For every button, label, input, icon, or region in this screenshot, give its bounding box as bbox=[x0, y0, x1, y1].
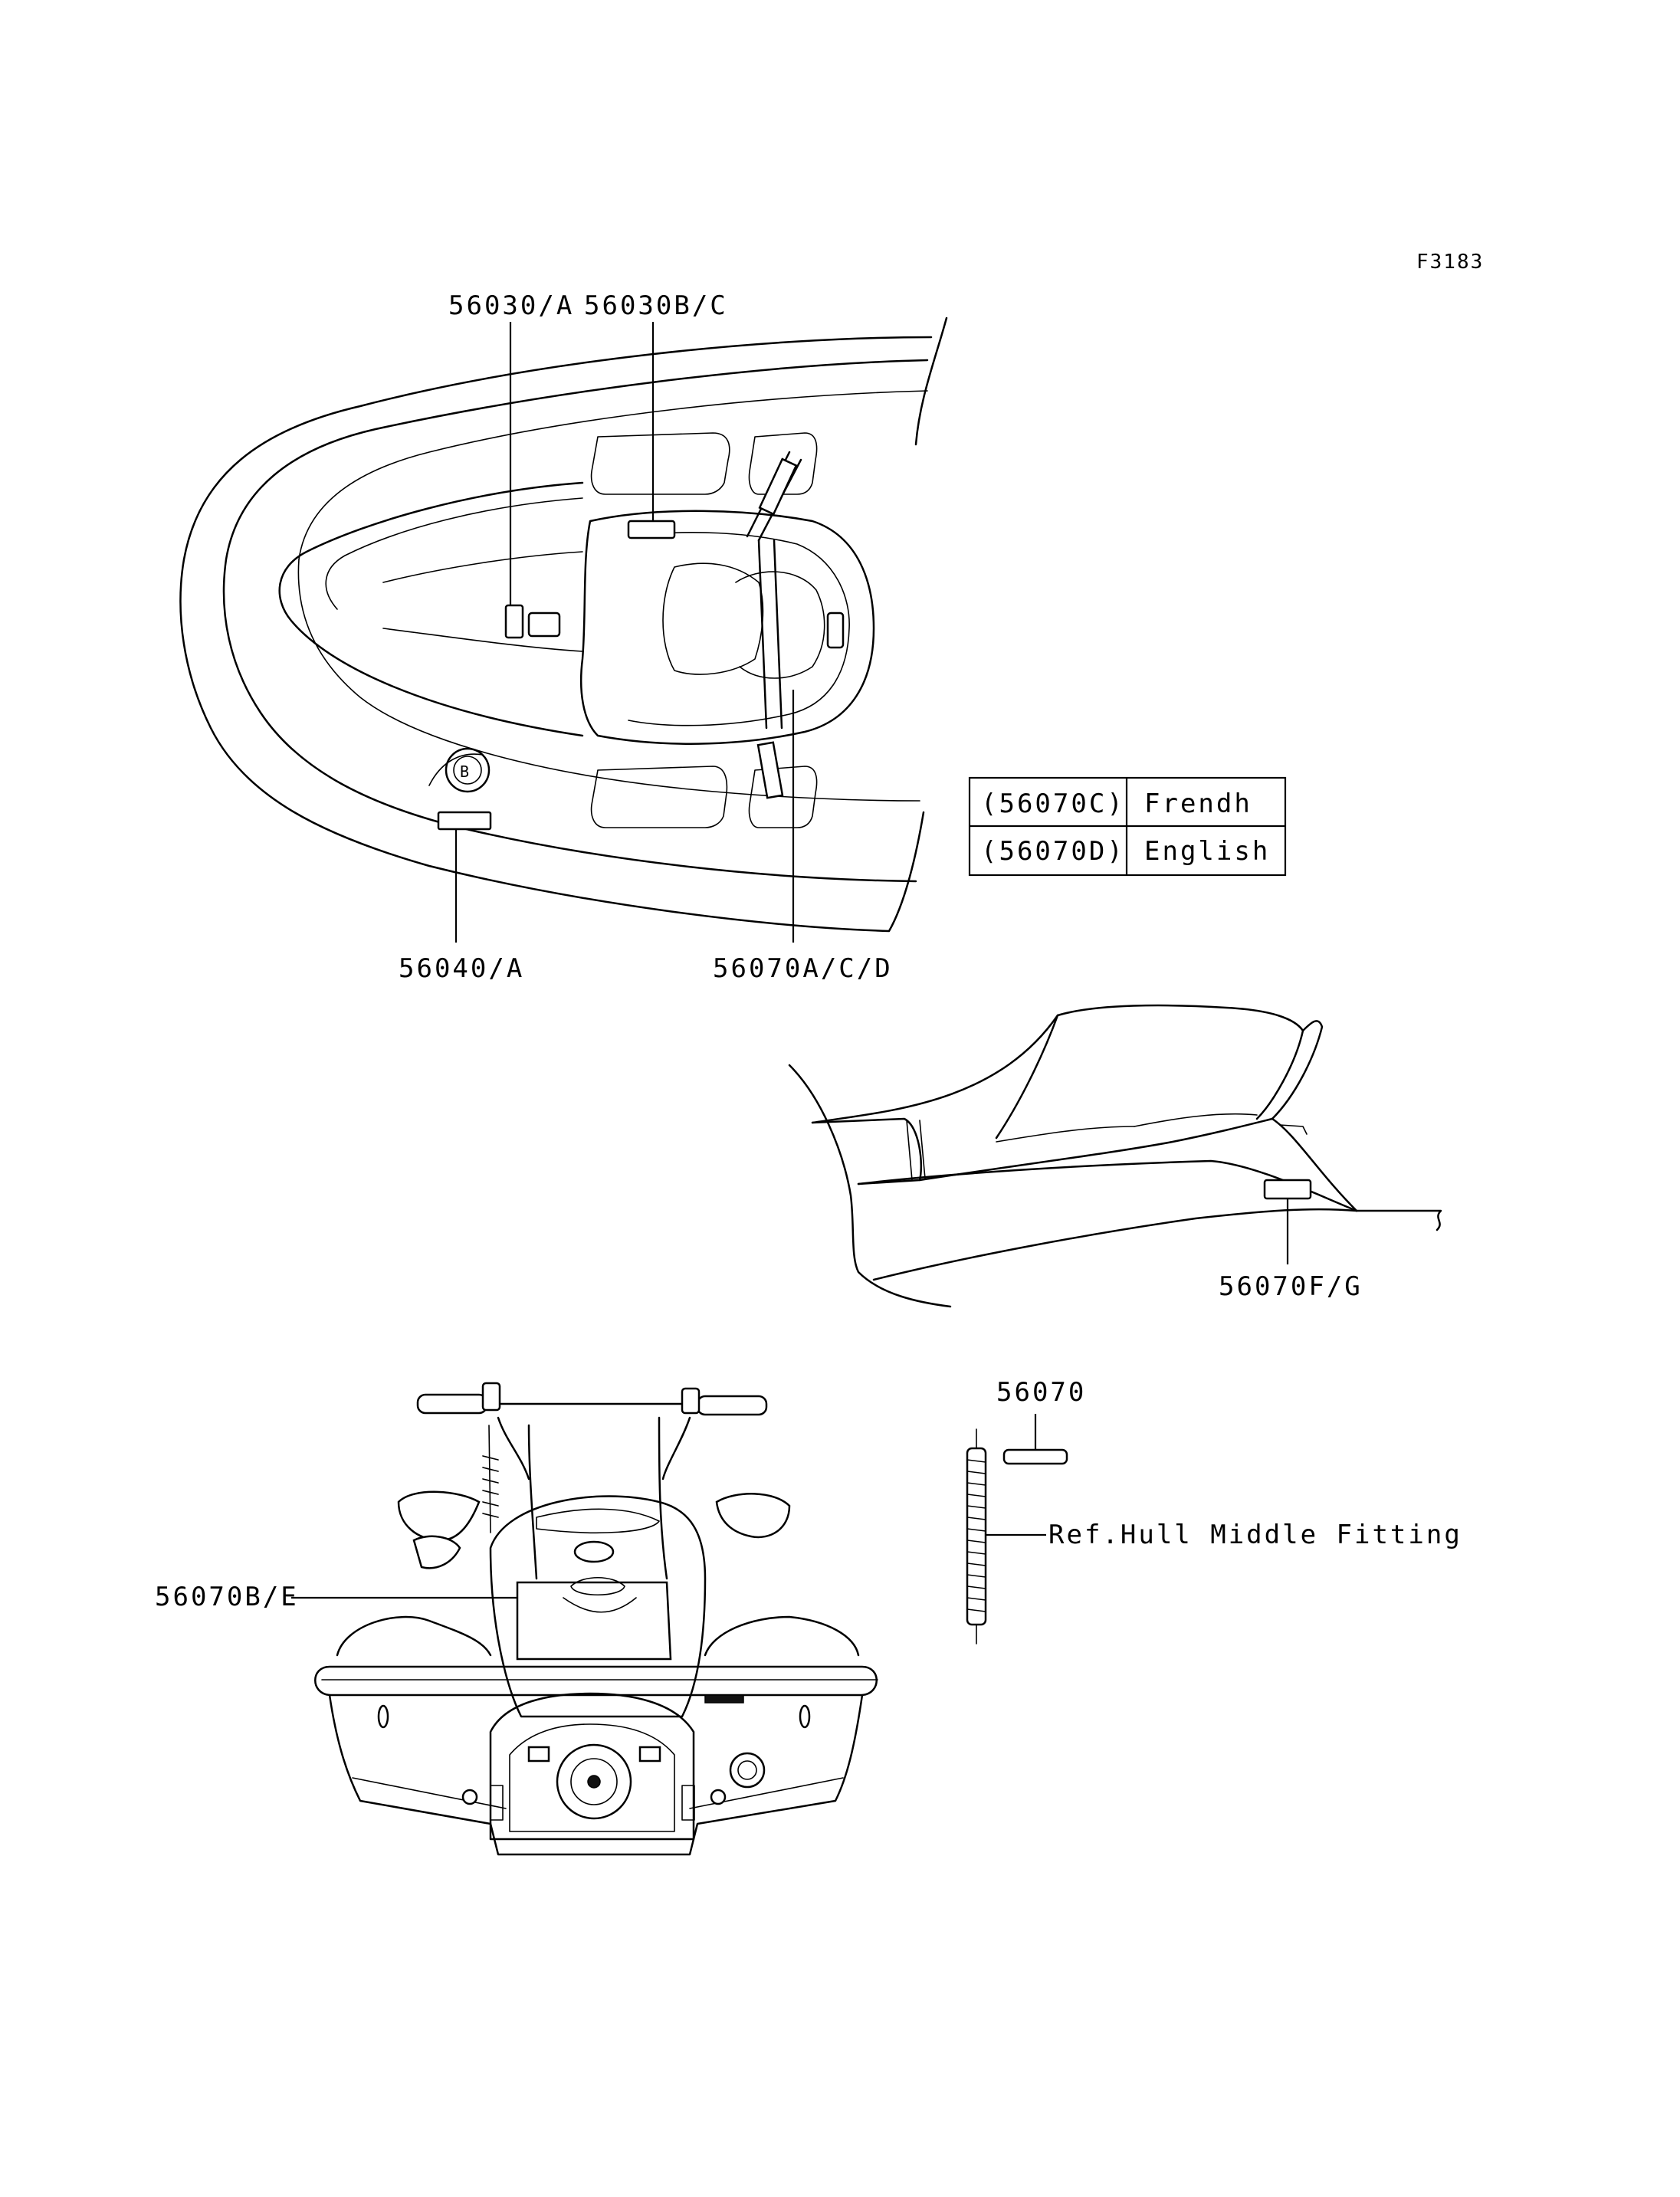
label-ref-hull-middle-fitting: Ref.Hull Middle Fitting bbox=[1048, 1520, 1462, 1550]
top-view-hull: B bbox=[179, 316, 948, 933]
label-56070-acd: 56070A/C/D bbox=[713, 953, 893, 984]
decal-56070 bbox=[1002, 1448, 1068, 1465]
figure-code: F3183 bbox=[1416, 251, 1484, 274]
decal-56070-fg bbox=[1263, 1179, 1312, 1200]
fuel-cap bbox=[445, 747, 491, 793]
table-code-d: (56070D) bbox=[981, 836, 1125, 867]
table-language-d: English bbox=[1144, 836, 1270, 867]
decal-56030-bc bbox=[627, 520, 676, 539]
language-table: (56070C) Frendh (56070D) English bbox=[968, 776, 1287, 877]
label-56070: 56070 bbox=[996, 1377, 1086, 1408]
table-language-c: Frendh bbox=[1144, 789, 1252, 819]
label-56040-a: 56040/A bbox=[399, 953, 524, 984]
label-56070-be: 56070B/E bbox=[155, 1582, 299, 1612]
label-56030-bc: 56030B/C bbox=[584, 290, 728, 321]
decal-56040-a bbox=[437, 811, 492, 831]
side-view-seat bbox=[788, 1004, 1442, 1308]
svg-text:B: B bbox=[460, 762, 469, 781]
label-56070-fg: 56070F/G bbox=[1219, 1271, 1363, 1302]
decal-56030-a bbox=[504, 604, 524, 639]
hull-middle-fitting bbox=[966, 1428, 1068, 1644]
rear-view-hull bbox=[314, 1382, 878, 1856]
label-56030-a: 56030/A bbox=[448, 290, 574, 321]
table-code-c: (56070C) bbox=[981, 789, 1125, 819]
